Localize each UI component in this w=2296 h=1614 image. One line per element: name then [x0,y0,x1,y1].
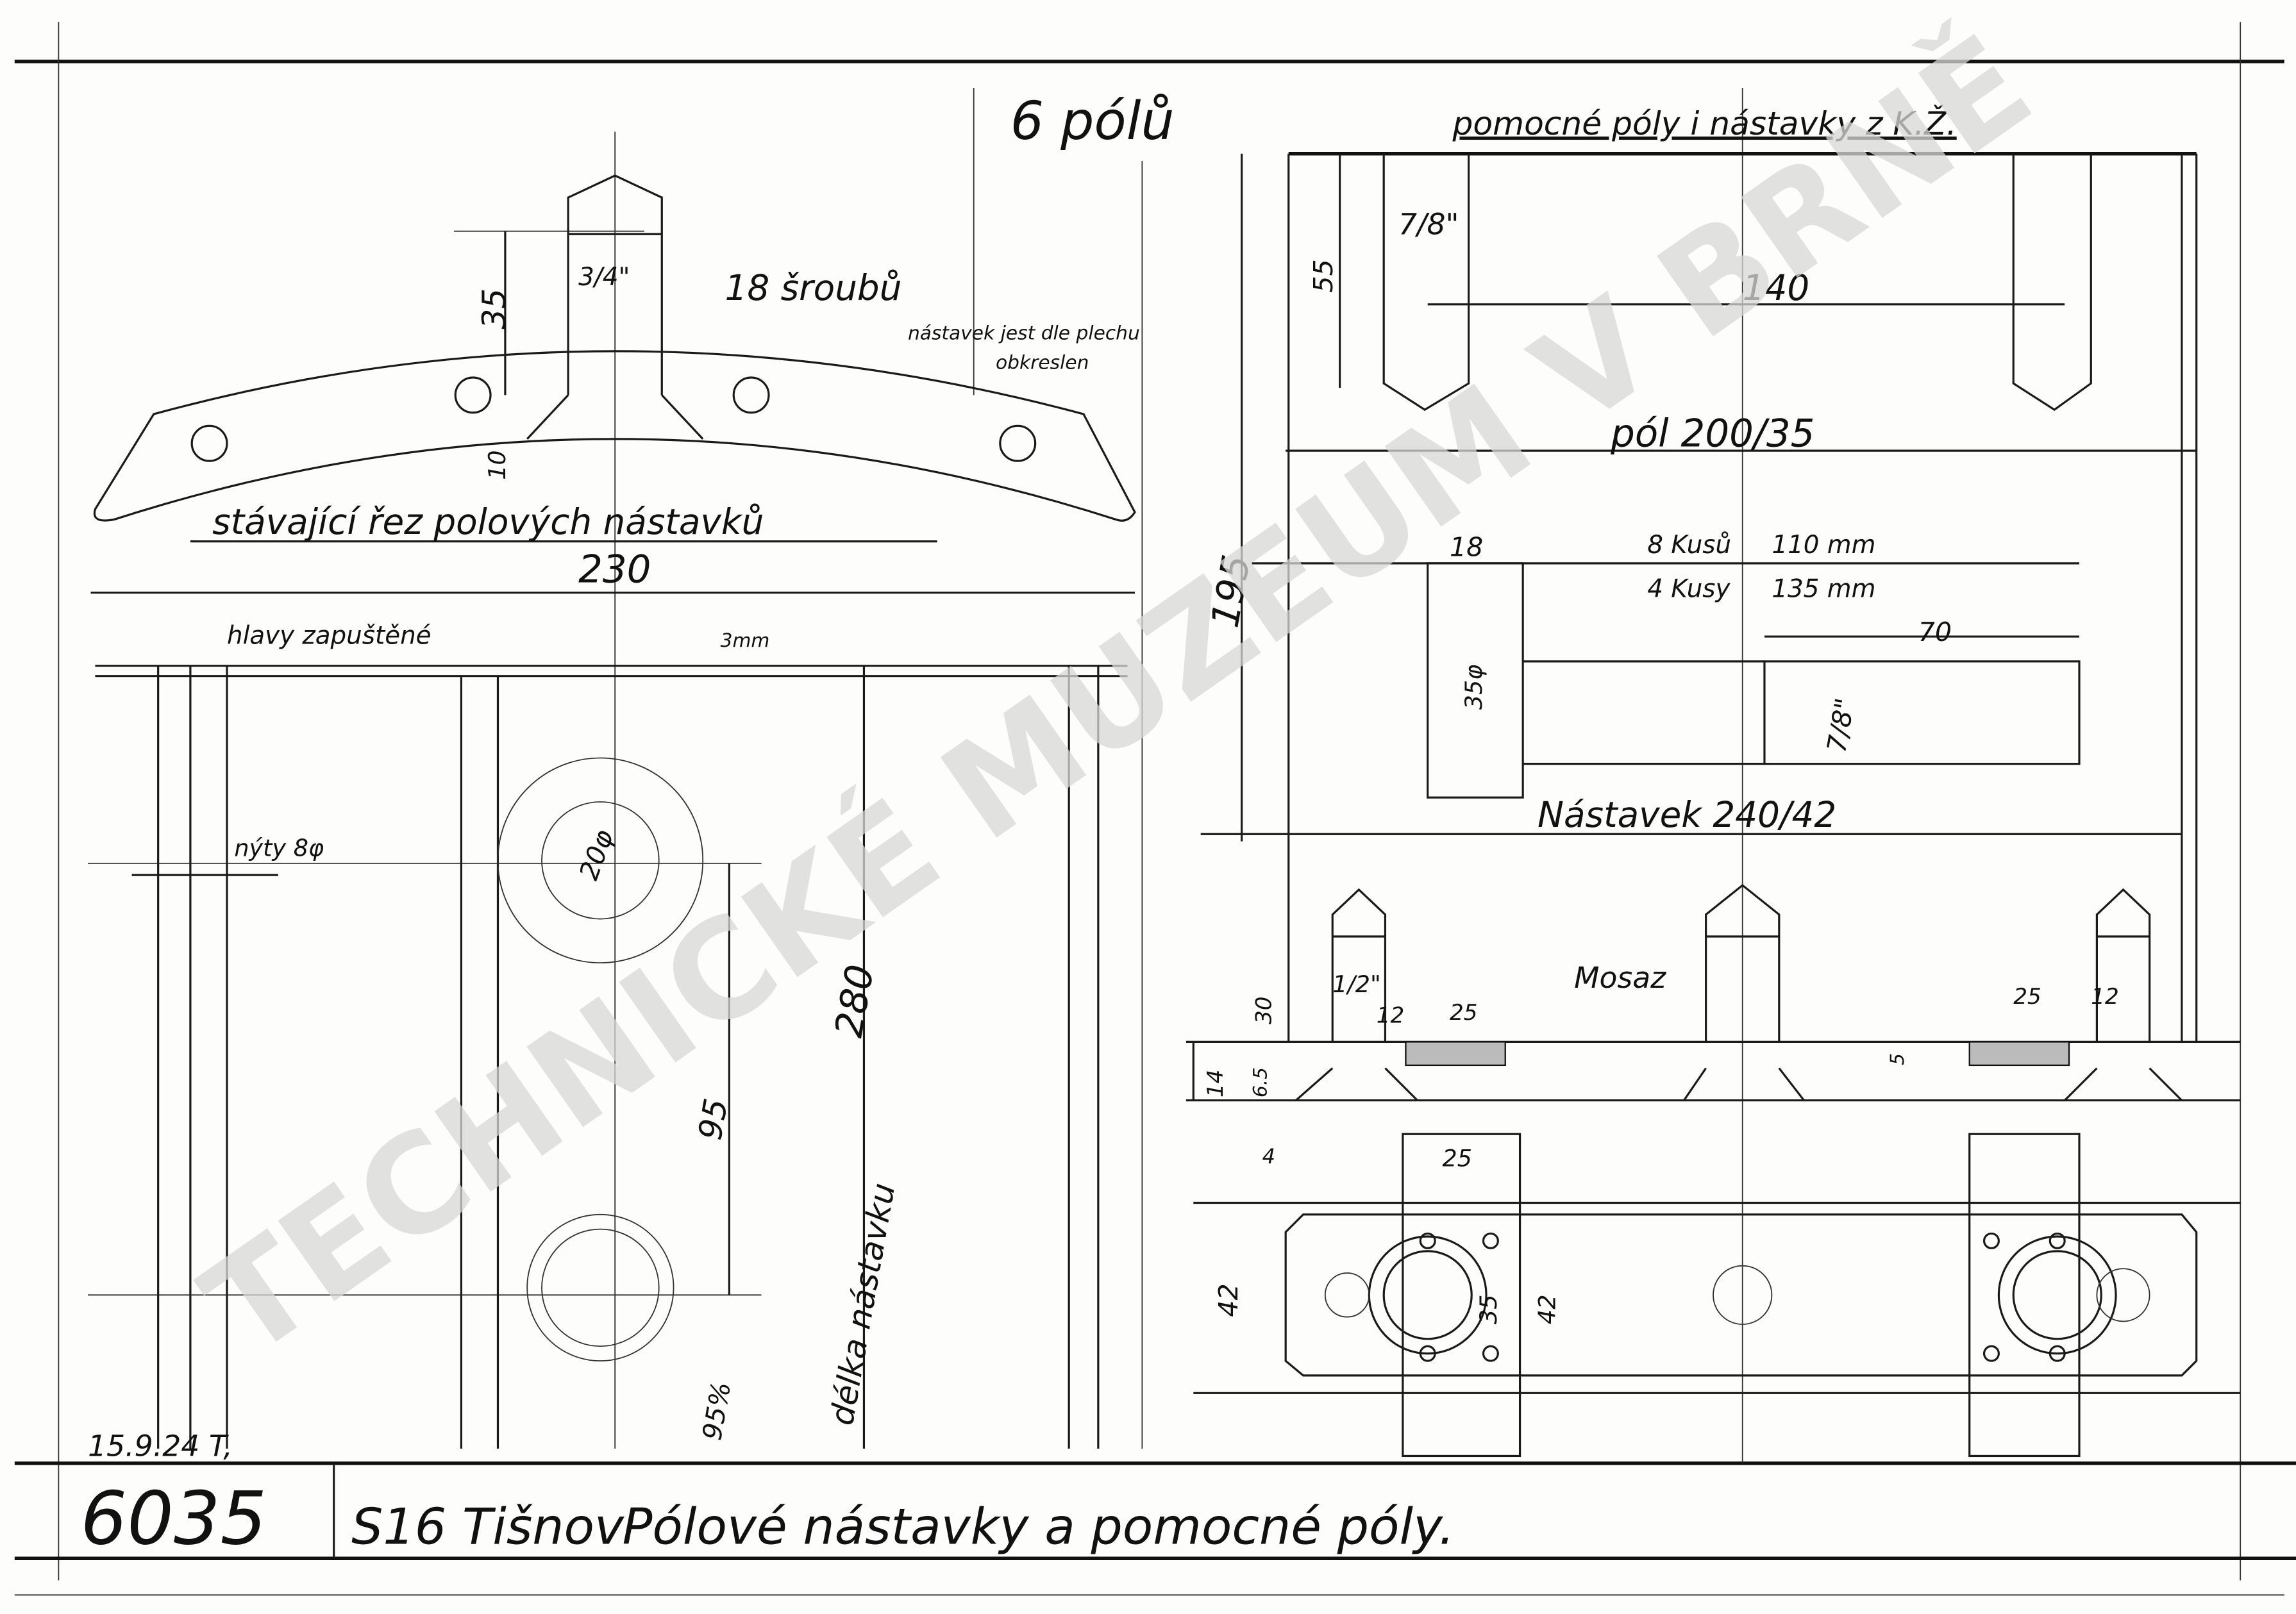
brass-label: Mosaz [1574,961,1666,995]
poles-heading: 6 pólů [1010,91,1175,152]
dim-230: 230 [578,547,651,592]
dim-12b: 12 [2091,984,2119,1010]
dim-25b: 25 [2013,984,2041,1010]
len-110: 110 mm [1772,531,1875,560]
section-view: 3/4" 18 šroubů 35 nástavek jest dle plec… [90,174,1140,594]
extension-label: Nástavek 240/42 [1538,794,1836,835]
dim-4: 4 [1262,1144,1275,1169]
dim-95: 95 [691,1096,735,1143]
dim-42b: 42 [1533,1295,1561,1324]
dim-35phi: 35φ [1460,665,1487,710]
dim-35: 35 [1475,1295,1502,1324]
dim-18: 18 [1450,531,1483,562]
len-135: 135 mm [1772,574,1875,603]
dim-55: 55 [1308,259,1339,292]
pole-view: 7/8" 55 140 pól 200/35 195 18 8 Kusů 110… [1200,151,2198,1042]
dim-70: 70 [1918,617,1952,647]
frame [14,22,2296,1596]
right-heading: pomocné póly i nástavky z K.Ž. [1452,104,1957,142]
dim-5: 5 [1886,1053,1908,1065]
dim-35: 35 [475,288,513,329]
screw-size-label: 3/4" [578,263,630,292]
pole-label: pól 200/35 [1610,411,1814,455]
dim-25c: 25 [1443,1144,1472,1172]
note-line2: obkreslen [996,351,1089,373]
gap-3mm: 3mm [721,629,770,651]
location-label: S16 Tišnov [351,1498,624,1556]
dim-14: 14 [1203,1070,1228,1098]
dim-half: 1/2" [1332,970,1381,998]
dim-10: 10 [483,450,511,479]
dim-30: 30 [1251,996,1277,1024]
qty-8: 8 Kusů [1647,531,1731,560]
drawing-title: Pólové nástavky a pomocné póly. [623,1498,1455,1556]
dim-140: 140 [1743,267,1810,308]
title-block: 15.9.24 T, 6035 S16 Tišnov Pólové nástav… [81,1429,1455,1561]
note-line1: nástavek jest dle plechu [908,322,1140,344]
construction-lines [88,87,1743,1463]
section-caption: stávající řez polových nástavků [212,501,764,542]
dim-42a: 42 [1213,1283,1244,1317]
drawing-number: 6035 [81,1476,267,1561]
dim-12a: 12 [1377,1003,1405,1029]
screws-label: 18 šroubů [725,267,901,308]
lower-view: Mosaz 30 1/2" 12 25 14 6.5 5 25 12 4 25 … [1186,884,2241,1458]
bolt-7-8: 7/8" [1398,207,1459,241]
dim-25a: 25 [1450,1000,1478,1026]
date-label: 15.9.24 T, [88,1429,233,1463]
dim-6-5: 6.5 [1248,1067,1271,1097]
qty-4: 4 Kusy [1647,574,1730,603]
rivets-label: nýty 8φ [234,834,324,861]
heads-note: hlavy zapuštěné [227,621,432,650]
